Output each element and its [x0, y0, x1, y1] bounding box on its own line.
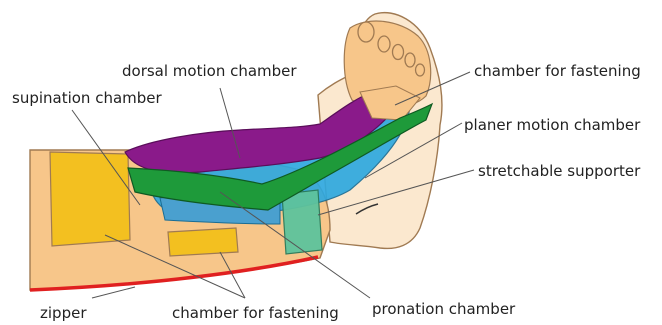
leader-zipper — [92, 287, 135, 298]
label-planer-motion-chamber: planer motion chamber — [464, 116, 641, 134]
label-dorsal-motion-chamber: dorsal motion chamber — [122, 62, 297, 80]
label-supination-chamber: supination chamber — [12, 89, 163, 107]
fastening-chamber-right — [168, 228, 238, 256]
label-stretchable-supporter: stretchable supporter — [478, 162, 641, 180]
label-pronation-chamber: pronation chamber — [372, 300, 516, 318]
stretchable-supporter — [282, 190, 322, 254]
label-chamber-for-fastening-top: chamber for fastening — [474, 62, 641, 80]
label-zipper: zipper — [40, 304, 87, 322]
label-chamber-for-fastening-bottom: chamber for fastening — [172, 304, 339, 322]
fastening-chamber-left — [50, 152, 130, 246]
